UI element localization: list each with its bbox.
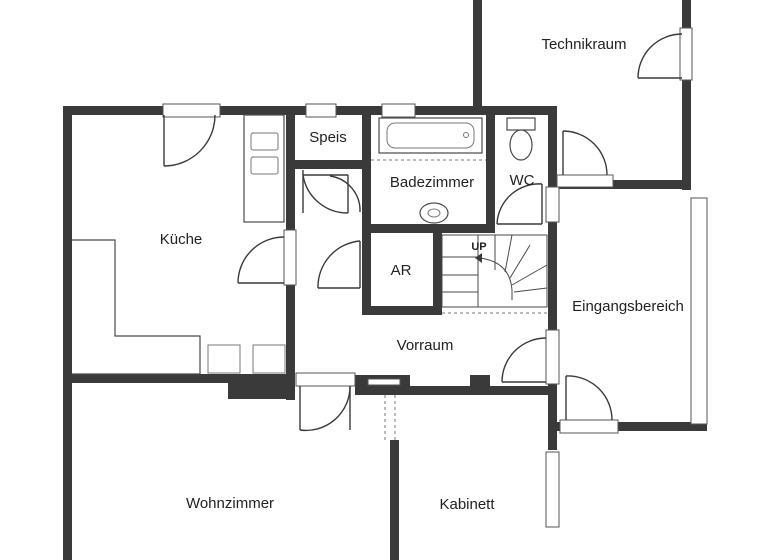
window-bad: [381, 103, 416, 118]
label-eingangsbereich: Eingangsbereich: [572, 298, 684, 315]
label-technikraum: Technikraum: [541, 36, 626, 53]
window-vorraum: [367, 378, 401, 386]
window-kueche: [162, 103, 221, 118]
window-kabinett: [545, 451, 560, 528]
appliance-icon: [207, 344, 241, 374]
label-stair-up: UP: [471, 241, 486, 253]
label-wc: WC: [510, 172, 535, 189]
doors: [163, 27, 693, 440]
window-speis: [305, 103, 337, 118]
label-wohnzimmer: Wohnzimmer: [186, 495, 274, 512]
label-badezimmer: Badezimmer: [390, 174, 474, 191]
kitchen-counter: [72, 114, 286, 375]
bath-fixtures: [371, 117, 536, 224]
sink-icon: [250, 132, 279, 151]
window-eingang: [690, 197, 708, 425]
label-kabinett: Kabinett: [439, 496, 495, 513]
label-kueche: Küche: [160, 231, 203, 248]
label-vorraum: Vorraum: [397, 337, 454, 354]
walls: [63, 0, 707, 560]
room-labels: Technikraum Küche Speis Badezimmer WC AR…: [160, 36, 684, 513]
label-ar: AR: [391, 262, 412, 279]
window-wc: [545, 186, 560, 223]
staircase: [441, 234, 548, 314]
toilet-icon: [506, 117, 536, 131]
label-speis: Speis: [309, 129, 347, 146]
windows: [162, 103, 708, 528]
